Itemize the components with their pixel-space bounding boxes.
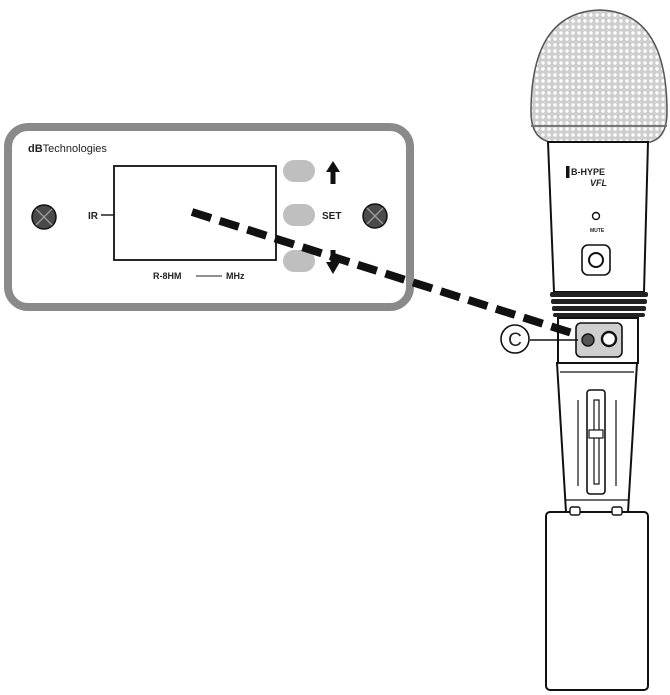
down-button[interactable] xyxy=(283,250,315,272)
mic-logo: B-HYPE VFL xyxy=(566,166,607,188)
up-button[interactable] xyxy=(283,160,315,182)
model-label: R-8HM xyxy=(153,271,182,281)
mute-led-icon xyxy=(591,211,601,221)
mute-label: MUTE xyxy=(590,228,605,234)
mic-bottom-cap xyxy=(545,511,649,691)
callout-c: C xyxy=(500,324,578,354)
up-arrow-icon xyxy=(326,161,340,184)
ir-port-window xyxy=(575,322,623,358)
unit-label: MHz xyxy=(226,271,245,281)
ir-beam-dashed-line xyxy=(190,208,574,337)
ir-label: IR xyxy=(88,211,99,222)
handheld-microphone: B-HYPE VFL MUTE xyxy=(530,9,668,691)
callout-circle xyxy=(500,324,530,354)
set-button[interactable] xyxy=(283,204,315,226)
right-mounting-knob xyxy=(362,203,388,229)
mic-collar-rings xyxy=(550,292,648,317)
svg-text:VFL: VFL xyxy=(590,178,607,188)
callout-letter: C xyxy=(508,330,522,351)
battery-slide-slot xyxy=(577,389,617,495)
power-button-icon xyxy=(588,252,604,268)
mic-grille xyxy=(530,9,668,143)
svg-text:B-HYPE: B-HYPE xyxy=(571,167,605,177)
brand-logo: dBTechnologies xyxy=(28,143,107,155)
set-label: SET xyxy=(322,211,341,222)
left-mounting-knob xyxy=(31,204,57,230)
